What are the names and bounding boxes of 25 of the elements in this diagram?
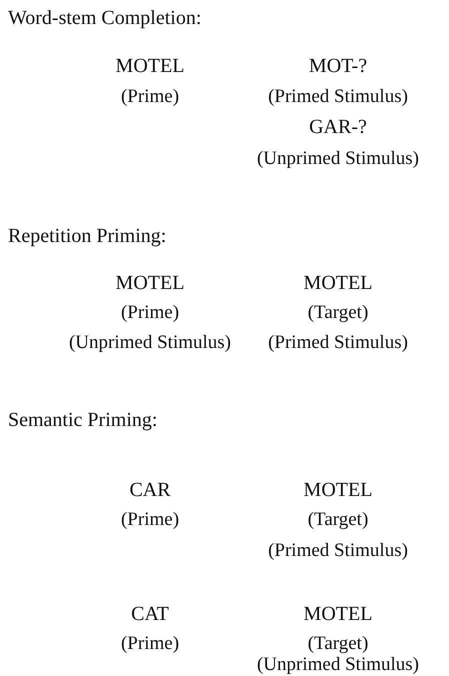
role-label: (Primed Stimulus) <box>268 541 408 560</box>
role-label: (Unprimed Stimulus) <box>256 149 420 168</box>
section-heading: Repetition Priming: <box>8 226 166 246</box>
stimulus-word: CAR <box>129 480 171 500</box>
stimulus-word: GAR-? <box>309 117 367 137</box>
role-label: (Primed Stimulus) <box>268 87 408 106</box>
stimulus-word: MOTEL <box>116 273 184 293</box>
stimulus-word: MOTEL <box>116 56 184 76</box>
stimulus-word: MOTEL <box>304 604 372 624</box>
role-label: (Unprimed Stimulus) <box>256 655 420 674</box>
section-heading: Word-stem Completion: <box>8 8 202 28</box>
role-label: (Unprimed Stimulus) <box>68 333 232 352</box>
stimulus-word: MOT-? <box>308 56 368 76</box>
role-label: (Target) <box>308 510 368 529</box>
stimulus-word: MOTEL <box>304 480 372 500</box>
role-label: (Target) <box>308 303 368 322</box>
stimulus-word: CAT <box>131 604 169 624</box>
role-label: (Target) <box>308 634 368 653</box>
role-label: (Primed Stimulus) <box>268 333 408 352</box>
role-label: (Prime) <box>120 634 180 653</box>
stimulus-word: MOTEL <box>304 273 372 293</box>
role-label: (Prime) <box>120 510 180 529</box>
section-heading: Semantic Priming: <box>8 410 158 430</box>
role-label: (Prime) <box>120 303 180 322</box>
role-label: (Prime) <box>120 87 180 106</box>
